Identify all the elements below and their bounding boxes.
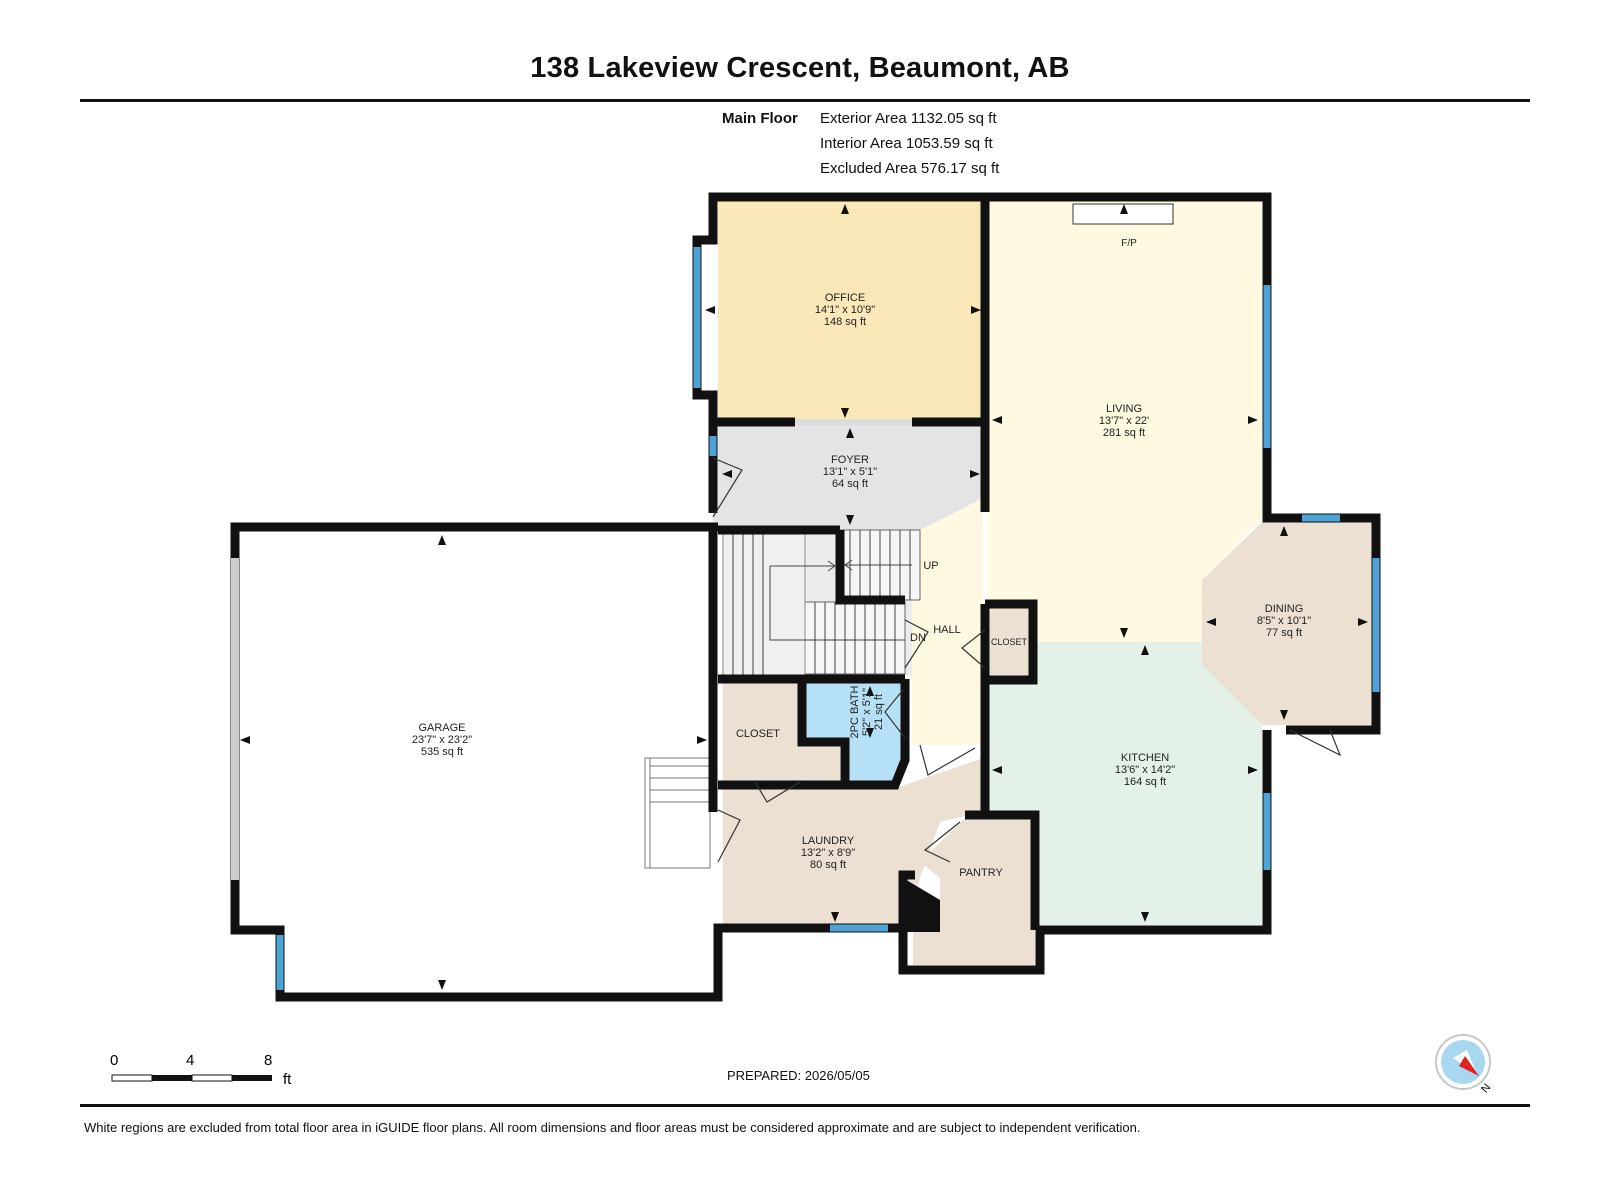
wall-upper-outer [692,192,1381,735]
bath-area: 21 sq ft [873,694,885,730]
wall-stairs-mid [835,530,905,605]
foyer-name: FOYER [831,454,869,466]
bath-name: 2PC BATH [849,685,861,738]
compass-north-label: N [1479,1082,1493,1096]
walls [230,192,1381,1002]
office-fill [718,201,983,420]
kitchen-name: KITCHEN [1121,752,1169,764]
header-rule [80,99,1530,102]
scale-tick-0: 0 [110,1052,118,1069]
scale-unit: ft [283,1071,292,1088]
bath-fill [802,682,905,782]
wall-laundry-pantry [965,810,1040,930]
foyer-dims: 13'1" x 5'1" [823,466,877,478]
bath-dims: 5'2" x 5'1" [861,688,873,736]
scale-bar: 0 4 8 ft [110,1052,292,1088]
door-closet-small [961,629,986,669]
living-fill [988,201,1262,642]
living-name: LIVING [1106,403,1142,415]
door-hall-laundry [919,744,976,776]
office-dims: 14'1" x 10'9" [815,304,875,316]
kitchen-area: 164 sq ft [1124,776,1166,788]
dining-area: 77 sq ft [1266,627,1302,639]
plan-title: 138 Lakeview Crescent, Beaumont, AB [530,52,1070,84]
footer-rule [80,1104,1530,1107]
pantry-name: PANTRY [959,867,1003,879]
closet-small-name: CLOSET [991,637,1028,647]
office-area: 148 sq ft [824,316,866,328]
garage-area: 535 sq ft [421,746,463,758]
fireplace-label: F/P [1121,238,1137,249]
garage-dims: 23'7" x 23'2" [412,734,472,746]
excluded-area: Excluded Area 576.17 sq ft [820,160,1000,177]
bath-label: 2PC BATH 5'2" x 5'1" 21 sq ft [849,685,885,738]
wall-closet-small [985,599,1038,685]
living-dims: 13'7" x 22' [1099,415,1149,427]
stair-landing [722,529,806,677]
office-name: OFFICE [825,292,865,304]
door-hall-stair [904,619,929,669]
closet-main-name: CLOSET [736,728,780,740]
garage-steps [644,757,711,869]
dining-fill [1202,522,1372,725]
windows [276,247,1380,990]
living-area: 281 sq ft [1103,427,1145,439]
doors [712,457,1342,863]
laundry-name: LAUNDRY [802,835,855,847]
laundry-dims: 13'2" x 8'9" [801,847,855,859]
disclaimer: White regions are excluded from total fl… [84,1120,1141,1135]
dimension-arrows [240,204,1368,990]
interior-area: Interior Area 1053.59 sq ft [820,135,993,152]
compass-icon: N [1435,1034,1493,1096]
kitchen-fill [988,642,1262,925]
dining-dims: 8'5" x 10'1" [1257,615,1311,627]
foyer-area: 64 sq ft [832,478,868,490]
stairs-up-label: UP [923,560,938,572]
hall-fill [912,498,983,745]
door-dining-exterior [1289,729,1342,757]
prepared-date: PREPARED: 2026/05/05 [727,1068,870,1083]
door-bath [884,689,906,739]
door-closet-main [754,781,801,803]
foyer-fill [713,425,983,530]
room-labels: OFFICE 14'1" x 10'9" 148 sq ft LIVING 13… [412,238,1311,879]
hall-name: HALL [933,624,961,636]
laundry-area: 80 sq ft [810,859,846,871]
pantry-column [903,878,940,932]
door-garage-laundry [717,809,741,863]
dining-name: DINING [1265,603,1304,615]
stairs-down-label: DN [910,632,926,644]
garage-name: GARAGE [418,722,465,734]
laundry-fill [723,758,983,928]
closet-small-fill [990,604,1033,680]
door-front [712,457,743,518]
exterior-area: Exterior Area 1132.05 sq ft [820,110,997,127]
floor-label: Main Floor [722,110,798,127]
pantry-fill [913,818,1035,965]
scale-tick-8: 8 [264,1052,272,1069]
door-pantry [923,821,961,863]
wall-kitchen-outer [230,522,1272,1002]
kitchen-dims: 13'6" x 14'2" [1115,764,1175,776]
scale-tick-4: 4 [186,1052,194,1069]
